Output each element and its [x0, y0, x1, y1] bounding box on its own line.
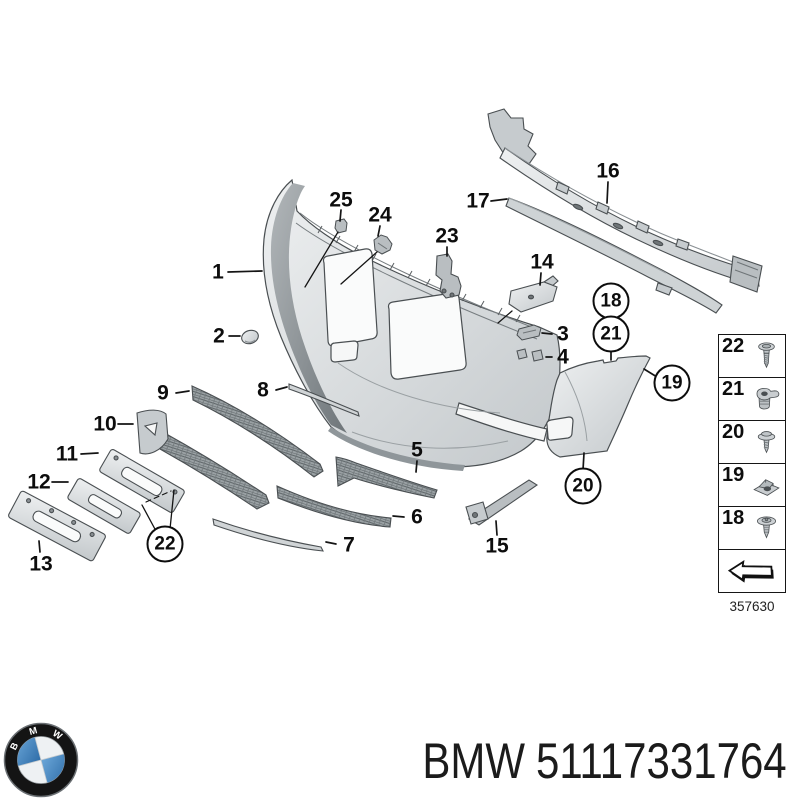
callout-10: 10 — [93, 412, 117, 436]
grille-center-upper — [191, 385, 324, 478]
bmw-logo: B M W — [3, 722, 79, 798]
part-cover-outer-left — [136, 409, 169, 455]
logo-letter: B — [8, 741, 21, 752]
callout-lines — [38, 181, 658, 553]
callout-21: 21 — [592, 315, 630, 353]
part-clips-4 — [516, 348, 544, 362]
part-clip-25 — [334, 218, 348, 234]
logo-letter: M — [28, 725, 39, 738]
part-number: 51117331764 — [536, 733, 787, 789]
figure-number: 357630 — [729, 599, 775, 614]
part-tow-eye-cover — [241, 329, 259, 345]
callout-1: 1 — [212, 260, 224, 284]
part-lower-carrier-strip — [505, 197, 723, 314]
clip-nut-icon — [753, 478, 780, 496]
callout-9: 9 — [157, 381, 169, 405]
callout-11: 11 — [55, 442, 79, 466]
fastener-legend: 22 21 20 19 18 — [718, 334, 786, 593]
legend-row-label: 20 — [722, 421, 745, 443]
part-bracket-23 — [435, 253, 462, 299]
part-bracket-15 — [465, 479, 539, 526]
callout-12: 12 — [27, 470, 51, 494]
callout-18: 18 — [592, 282, 630, 320]
callout-16: 16 — [596, 159, 620, 183]
screw-icon — [758, 341, 775, 368]
grille-side-right-6 — [276, 485, 392, 528]
plate-base-13 — [8, 490, 106, 562]
callout-13: 13 — [29, 552, 53, 576]
legend-row-label: 21 — [722, 378, 745, 400]
callout-4: 4 — [557, 345, 569, 369]
grille-center-lower — [159, 430, 270, 510]
trim-strip-8 — [288, 383, 360, 417]
part-clip-3 — [516, 324, 542, 341]
legend-row: 21 — [719, 378, 785, 421]
grille-side-right-5 — [335, 456, 438, 499]
part-clip-24 — [373, 234, 393, 255]
part-bracket-14 — [508, 275, 559, 313]
callout-6: 6 — [411, 505, 423, 529]
plate-filler-11 — [99, 449, 185, 513]
expansion-nut-icon — [756, 387, 780, 409]
callout-15: 15 — [485, 534, 509, 558]
callout-3: 3 — [557, 322, 569, 346]
washer-screw-icon — [757, 430, 776, 453]
callout-23: 23 — [435, 224, 459, 248]
legend-row-label: 18 — [722, 507, 745, 529]
legend-row: 18 — [719, 507, 785, 550]
legend-row: 22 — [719, 335, 785, 378]
callout-5: 5 — [411, 438, 423, 462]
callout-22: 22 — [146, 525, 184, 563]
part-impact-beam — [487, 108, 763, 293]
part-bumper-corner — [546, 355, 651, 458]
legend-row-label: 19 — [722, 464, 745, 486]
legend-row-label: 22 — [722, 335, 745, 357]
callout-24: 24 — [368, 203, 392, 227]
callout-19: 19 — [653, 364, 691, 402]
callout-25: 25 — [329, 188, 353, 212]
plate-filler-12 — [67, 478, 141, 534]
legend-rows: 22 21 20 19 18 — [719, 335, 785, 592]
callout-20: 20 — [564, 467, 602, 505]
callout-8: 8 — [257, 378, 269, 402]
trim-strip-7 — [212, 518, 324, 552]
legend-row — [719, 550, 785, 592]
callout-7: 7 — [343, 533, 355, 557]
legend-row: 20 — [719, 421, 785, 464]
callout-2: 2 — [213, 324, 225, 348]
callout-17: 17 — [466, 189, 490, 213]
part-front-bumper — [262, 178, 561, 471]
part-title: BMW 51117331764 — [423, 736, 787, 786]
expanding-rivet-icon — [757, 516, 776, 538]
legend-row: 19 — [719, 464, 785, 507]
direction-arrow-icon — [727, 559, 777, 587]
callout-14: 14 — [530, 250, 554, 274]
brand-name: BMW — [422, 733, 526, 789]
